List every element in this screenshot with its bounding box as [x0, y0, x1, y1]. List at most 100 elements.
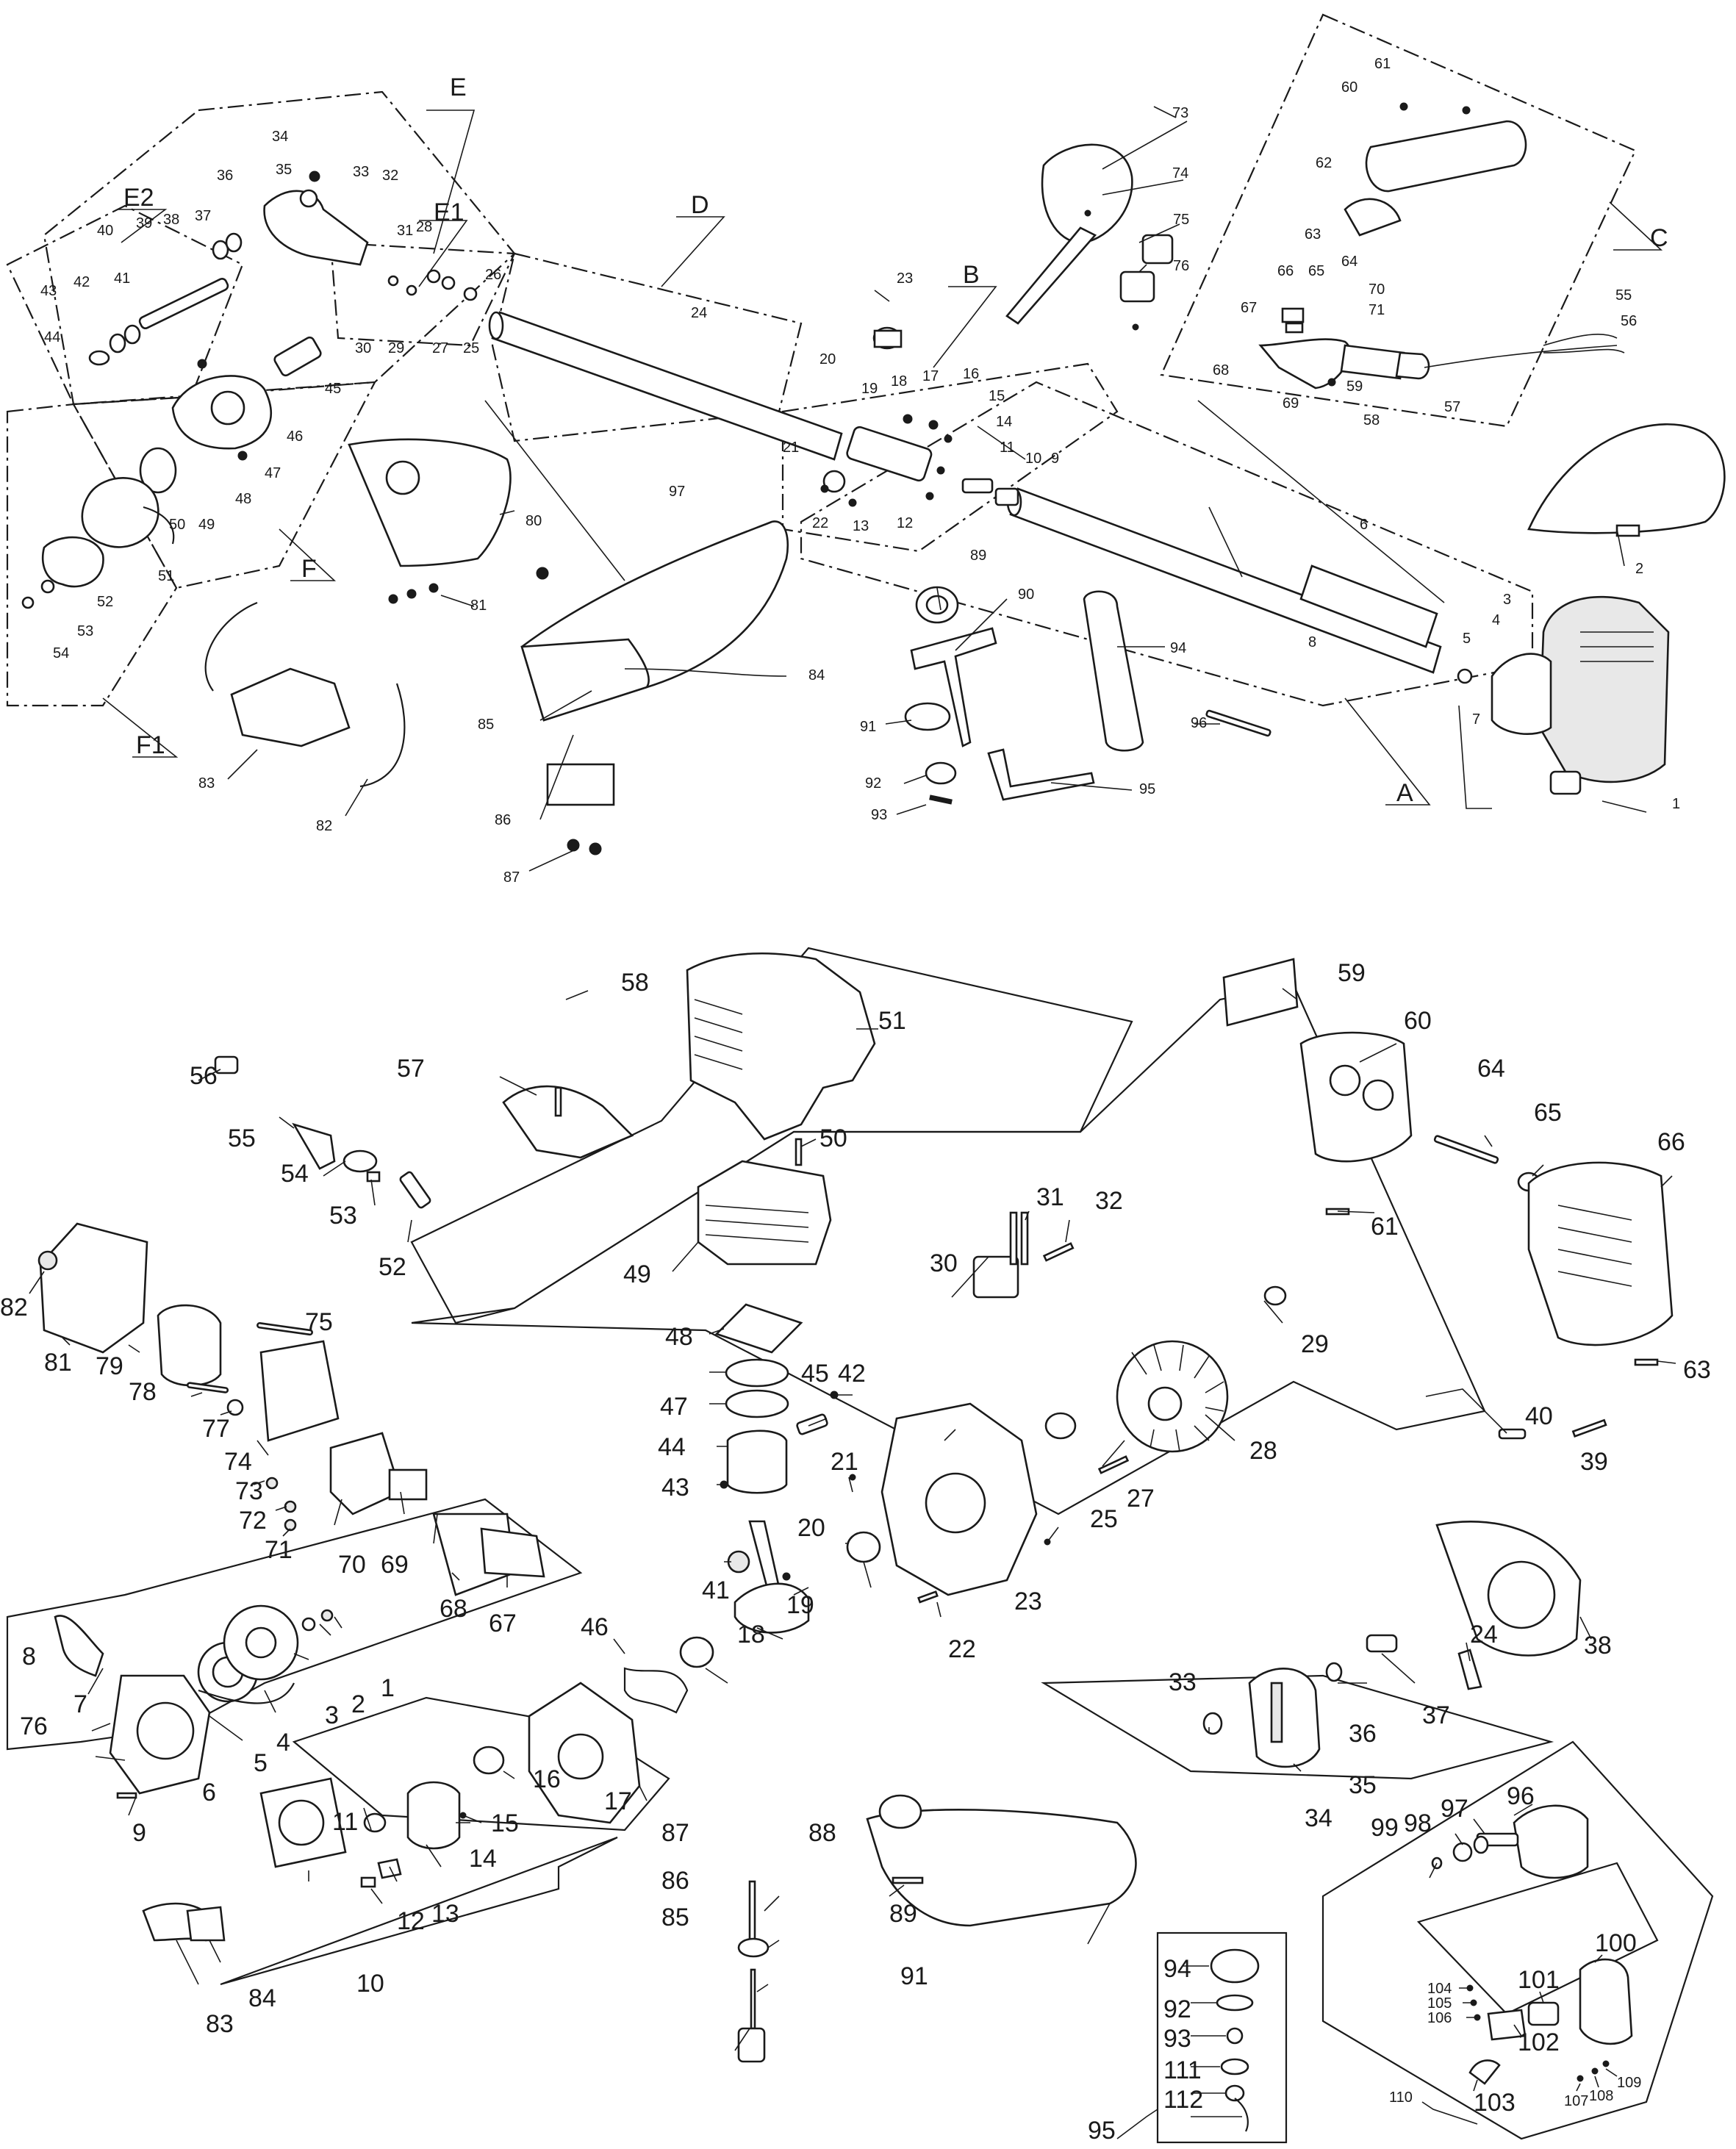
callout: 48 — [235, 491, 251, 507]
group-d-rule — [661, 216, 725, 287]
callout: 16 — [963, 366, 979, 382]
throttle-cable-55 — [1543, 334, 1618, 346]
callout: 70 — [1369, 281, 1385, 298]
gasket-58 — [1222, 958, 1299, 1027]
callout: 85 — [661, 1904, 689, 1931]
spool-50 — [81, 477, 159, 548]
group-label-f: F — [301, 555, 317, 583]
callout: 7 — [1472, 711, 1480, 728]
leader — [1459, 1987, 1477, 2018]
washer-2 — [301, 1617, 316, 1632]
callout: 20 — [797, 1514, 825, 1542]
callout: 40 — [1525, 1402, 1553, 1430]
wire-ring-82a — [204, 601, 258, 692]
washer-35 — [299, 189, 318, 208]
washer-40 — [1498, 1428, 1527, 1440]
callout: 41 — [114, 270, 130, 287]
callout: 25 — [463, 340, 479, 356]
leader — [1458, 705, 1492, 809]
callout: 42 — [73, 274, 90, 290]
callout: 53 — [329, 1202, 357, 1230]
leader-lines-top — [227, 106, 1647, 872]
crankshaft-19 — [734, 1582, 810, 1634]
callout: 10 — [356, 1970, 384, 1998]
callout: 30 — [930, 1249, 958, 1277]
callout: 57 — [1444, 399, 1460, 415]
callout: 54 — [281, 1160, 309, 1188]
callout: 6 — [1360, 517, 1368, 533]
callout: 74 — [1172, 165, 1188, 182]
callout: 87 — [661, 1819, 689, 1847]
leader — [198, 1069, 412, 1243]
callout: 46 — [287, 428, 303, 445]
clip-96 — [1473, 1835, 1489, 1854]
filter-element-78 — [157, 1304, 222, 1387]
screw-81a — [388, 594, 398, 604]
screw-59 — [1327, 378, 1336, 387]
coil-wire-31a — [1009, 1211, 1018, 1266]
callout: 2 — [351, 1690, 365, 1718]
bearing-89-inner — [925, 595, 949, 615]
screw-1 — [320, 1609, 334, 1622]
gearhead-housing-36 — [263, 190, 369, 266]
callout: 5 — [254, 1749, 268, 1777]
callout: 9 — [132, 1819, 146, 1847]
leader — [1513, 1954, 1603, 2037]
flywheel-cover-parts — [142, 1777, 467, 1942]
callout: 28 — [416, 219, 432, 235]
callout: 31 — [1036, 1183, 1064, 1211]
group-e2-rule — [118, 209, 168, 243]
valve-92 — [1226, 2027, 1244, 2045]
crankcase — [473, 1402, 1130, 1824]
callout: 3 — [1503, 592, 1511, 608]
callout: 59 — [1346, 379, 1363, 395]
callout: 77 — [202, 1415, 230, 1443]
muffler-hole-b — [1362, 1079, 1394, 1111]
callout: 24 — [691, 305, 707, 321]
clutch — [1202, 1418, 1607, 1768]
callout: 38 — [163, 212, 179, 228]
rope-4 — [198, 1682, 295, 1704]
leader — [440, 595, 475, 607]
screw-61b — [1462, 106, 1471, 115]
knob-52 — [41, 536, 104, 588]
leader — [499, 990, 878, 1147]
callout: 9 — [1051, 451, 1059, 467]
group-c-outline — [1160, 13, 1637, 428]
drive-inner-outline — [1416, 1862, 1659, 2015]
leader — [1421, 2068, 1618, 2125]
callout: 28 — [1249, 1437, 1277, 1465]
screw-77 — [186, 1382, 229, 1393]
throttle-cable-57 — [1424, 345, 1618, 368]
leader — [1602, 800, 1647, 813]
washer-91 — [904, 702, 951, 731]
leader — [209, 1616, 342, 1741]
leader — [1208, 1616, 1592, 1772]
coupling-washer — [820, 484, 829, 493]
callout: 8 — [1308, 634, 1316, 650]
leader — [227, 749, 258, 780]
callout: 68 — [440, 1595, 467, 1623]
callout: 36 — [217, 168, 233, 184]
bolt-63 — [1433, 1135, 1499, 1164]
callout: 1 — [1672, 796, 1680, 812]
screw-14 — [936, 466, 945, 475]
nut-87a — [567, 839, 580, 852]
piston-ring-46b — [725, 1389, 789, 1418]
bracket-83 — [186, 1906, 226, 1942]
leader-lines-engine — [29, 988, 1676, 2139]
lever-76 — [226, 1399, 244, 1416]
callout: 69 — [381, 1551, 409, 1579]
callout: 110 — [1389, 2089, 1413, 2106]
grommet-86 — [737, 1937, 770, 1958]
callout: 7 — [73, 1690, 87, 1718]
callout: 45 — [801, 1360, 829, 1388]
callout: 66 — [1657, 1128, 1685, 1156]
callouts-top: 1 2 3 4 5 6 7 8 9 10 11 12 13 14 15 16 1… — [40, 56, 1680, 886]
callout: 63 — [1683, 1356, 1711, 1384]
callout: 68 — [1213, 362, 1229, 379]
bushing-10 — [994, 487, 1019, 506]
group-b-outline — [781, 362, 1119, 553]
harness-strap — [1527, 423, 1726, 534]
leader — [499, 510, 515, 515]
